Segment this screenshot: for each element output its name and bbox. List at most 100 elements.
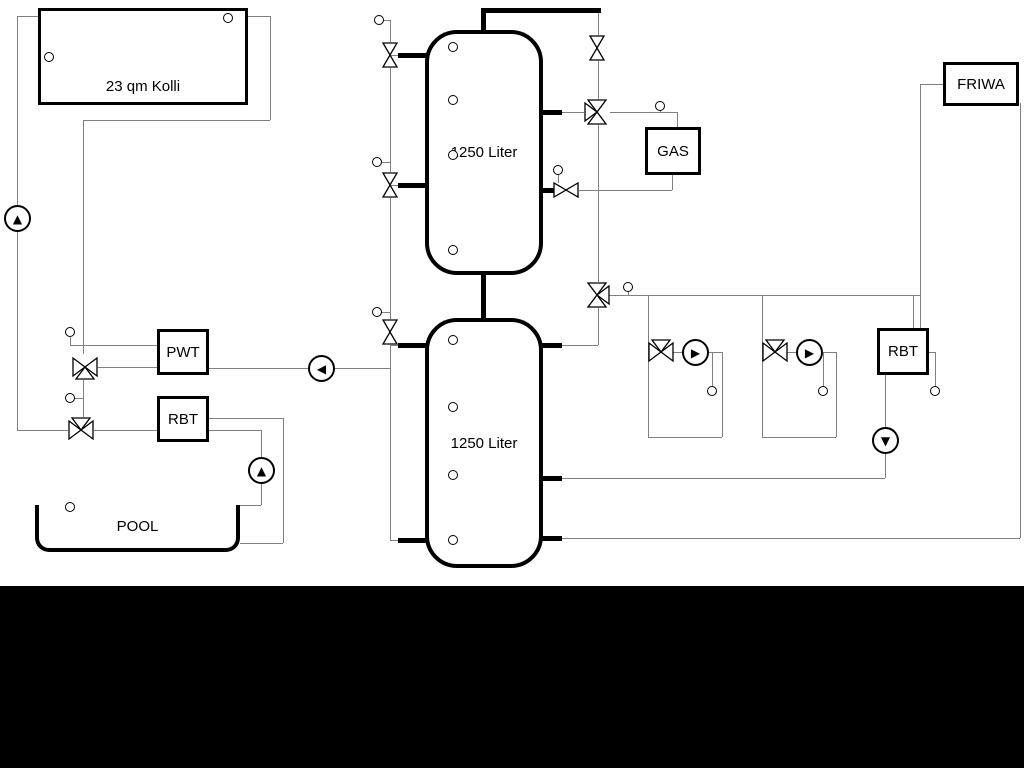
temperature-sensor-icon: [65, 502, 75, 512]
temperature-sensor-icon: [553, 165, 563, 175]
rbt-left-heat-exchanger-box: RBT: [157, 396, 209, 442]
pipe: [562, 112, 584, 113]
temperature-sensor-icon: [374, 15, 384, 25]
tank-port: [398, 538, 430, 543]
sensor-stem: [382, 312, 391, 313]
pipe-thick: [481, 8, 601, 13]
rbt-right-label: RBT: [888, 343, 918, 360]
temperature-sensor-icon: [448, 335, 458, 345]
pipe: [83, 380, 84, 417]
three-way-valve-icon: [584, 282, 610, 308]
pipe: [240, 505, 261, 506]
temperature-sensor-icon: [372, 307, 382, 317]
buffer-tank-bottom: 1250 Liter: [425, 318, 543, 568]
valve-icon: [553, 181, 579, 199]
gas-boiler-label: GAS: [657, 142, 689, 160]
temperature-sensor-icon: [448, 535, 458, 545]
temperature-sensor-icon: [707, 386, 717, 396]
sensor-stem: [384, 20, 391, 21]
tank-port: [398, 343, 430, 348]
sensor-stem: [628, 292, 629, 296]
temperature-sensor-icon: [448, 95, 458, 105]
solar-collector-box: [38, 8, 248, 105]
pipe: [208, 368, 390, 369]
pipe: [1020, 103, 1021, 538]
pipe: [70, 345, 157, 346]
pipe: [606, 295, 920, 296]
pipe: [836, 352, 837, 437]
temperature-sensor-icon: [44, 52, 54, 62]
temperature-sensor-icon: [448, 402, 458, 412]
valve-icon: [381, 42, 399, 68]
pipe: [390, 20, 391, 42]
pwt-heat-exchanger-box: PWT: [157, 329, 209, 375]
pipe: [648, 437, 722, 438]
three-way-valve-icon: [584, 99, 610, 125]
temperature-sensor-icon: [223, 13, 233, 23]
pipe: [283, 418, 284, 543]
pump-down-icon: ▼: [872, 427, 899, 454]
pump-up-icon: ▲: [4, 205, 31, 232]
pipe: [562, 345, 598, 346]
temperature-sensor-icon: [818, 386, 828, 396]
buffer-tank-bottom-label: 1250 Liter: [450, 434, 518, 452]
pipe-thick: [481, 8, 486, 32]
sensor-stem: [935, 352, 936, 386]
three-way-valve-icon: [68, 417, 94, 443]
tank-port: [540, 110, 562, 115]
tank-port: [540, 343, 562, 348]
temperature-sensor-icon: [65, 327, 75, 337]
pipe: [722, 352, 723, 437]
pipe: [270, 16, 271, 120]
valve-icon: [588, 35, 606, 61]
sensor-stem: [70, 337, 71, 345]
three-way-valve-icon: [72, 354, 98, 380]
pwt-label: PWT: [166, 343, 200, 361]
pipe: [598, 10, 599, 35]
tank-port: [540, 476, 562, 481]
pump-left-icon: ◀: [308, 355, 335, 382]
tank-port: [540, 536, 562, 541]
pool-basin: POOL: [35, 505, 240, 552]
gas-boiler-box: GAS: [645, 127, 701, 175]
temperature-sensor-icon: [655, 101, 665, 111]
sensor-stem: [823, 352, 824, 386]
tank-port: [398, 53, 428, 58]
pipe: [98, 367, 157, 368]
tank-port: [540, 188, 556, 193]
pipe: [610, 112, 677, 113]
pipe: [248, 16, 270, 17]
pipe: [885, 374, 886, 478]
temperature-sensor-icon: [448, 245, 458, 255]
pipe: [390, 185, 402, 186]
temperature-sensor-icon: [372, 157, 382, 167]
pump-right-icon: ▶: [796, 339, 823, 366]
sensor-stem: [712, 352, 713, 386]
pipe: [562, 478, 885, 479]
tank-port: [398, 183, 428, 188]
temperature-sensor-icon: [448, 42, 458, 52]
sensor-stem: [382, 162, 391, 163]
pipe: [390, 540, 402, 541]
pipe: [83, 120, 84, 354]
three-way-valve-icon: [648, 339, 674, 365]
pipe: [648, 295, 649, 437]
pipe: [390, 345, 402, 346]
temperature-sensor-icon: [448, 150, 458, 160]
pipe: [920, 84, 921, 328]
pipe: [928, 352, 935, 353]
pipe: [94, 430, 157, 431]
pipe: [17, 16, 38, 17]
pipe: [762, 295, 763, 437]
temperature-sensor-icon: [65, 393, 75, 403]
pipe: [390, 198, 391, 319]
pipe: [208, 418, 283, 419]
buffer-tank-top: 1250 Liter: [425, 30, 543, 275]
pipe: [240, 543, 283, 544]
pipe: [17, 430, 68, 431]
temperature-sensor-icon: [930, 386, 940, 396]
buffer-tank-top-label: 1250 Liter: [450, 144, 518, 161]
pipe: [390, 345, 391, 540]
pipe: [913, 295, 914, 328]
friwa-label: FRIWA: [957, 75, 1005, 93]
